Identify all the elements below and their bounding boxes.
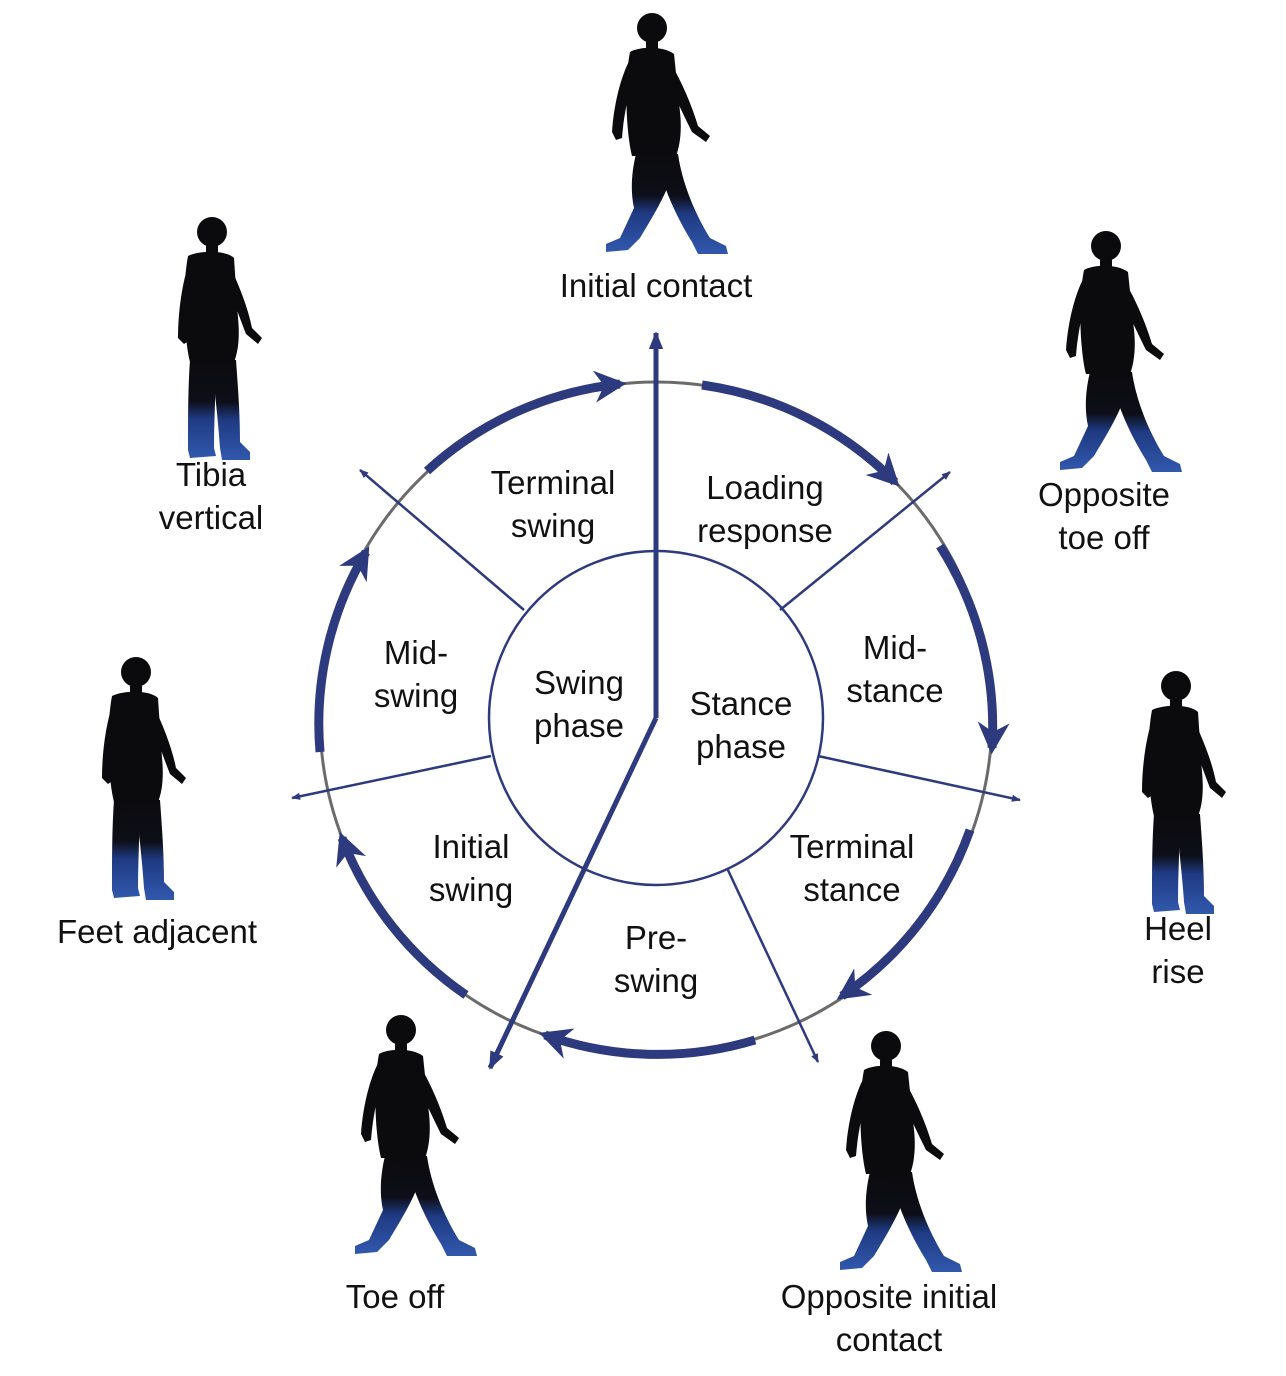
phase-label-initial-swing-line-1: Initial [432, 828, 509, 865]
main-arrows [487, 331, 664, 1070]
arc-terminal-stance [836, 828, 975, 1000]
phase-label-mid-swing: Mid-swing [374, 634, 458, 714]
phase-label-loading-response: Loading response [697, 469, 833, 549]
phase-label-initial-swing-line-2: swing [429, 871, 513, 908]
event-label-opposite-toe-off-line-1: Opposite [1038, 476, 1170, 513]
arc-initial-swing [336, 832, 469, 999]
swing-phase-label-line-1: Swing [534, 664, 624, 701]
phase-label-mid-swing-line-1: Mid- [384, 634, 448, 671]
event-label-tibia-vertical-line-2: vertical [159, 499, 264, 536]
event-label-feet-adjacent: Feet adjacent [57, 913, 257, 950]
event-label-opposite-initial-contact-line-2: contact [836, 1321, 942, 1358]
arrow-heel-rise [817, 754, 1021, 802]
phase-arcs [314, 370, 1010, 1059]
phase-label-terminal-swing: Terminal swing [491, 464, 616, 544]
phase-label-mid-stance-line-2: stance [846, 672, 943, 709]
phase-label-pre-swing-line-2: swing [614, 962, 698, 999]
event-arrows [291, 469, 1021, 1063]
walker-figure-opposite-initial-contact [840, 1031, 962, 1272]
phase-label-terminal-stance: Terminal stance [790, 828, 915, 908]
arrow-toe-off [487, 716, 659, 1070]
phase-label-terminal-stance-line-1: Terminal [790, 828, 915, 865]
event-label-initial-contact-line-1: Initial contact [560, 267, 753, 304]
arrow-tibia-vertical [359, 469, 525, 611]
phase-label-loading-response-line-1: Loading [706, 469, 823, 506]
phase-label-mid-swing-line-2: swing [374, 677, 458, 714]
stance-phase-label: Stance phase [690, 685, 793, 765]
arc-loading-response [701, 380, 900, 487]
arc-terminal-swing [423, 370, 627, 475]
event-label-tibia-vertical-line-1: Tibia [176, 456, 247, 493]
event-label-toe-off: Toe off [346, 1278, 445, 1315]
event-label-feet-adjacent-line-1: Feet adjacent [57, 913, 257, 950]
walker-figure-opposite-toe-off [1060, 231, 1182, 472]
phase-label-mid-stance-line-1: Mid- [863, 629, 927, 666]
event-label-opposite-toe-off: Opposite toe off [1038, 476, 1170, 556]
swing-phase-label: Swing phase [534, 664, 624, 744]
arc-mid-swing [314, 546, 370, 753]
event-label-toe-off-line-1: Toe off [346, 1278, 445, 1315]
phase-label-terminal-swing-line-2: swing [511, 507, 595, 544]
phase-label-terminal-stance-line-2: stance [803, 871, 900, 908]
arrow-opposite-toe-off [779, 471, 951, 611]
phase-label-terminal-swing-line-1: Terminal [491, 464, 616, 501]
event-label-initial-contact: Initial contact [560, 267, 753, 304]
walker-figure-tibia-vertical [178, 217, 262, 460]
phase-label-loading-response-line-2: response [697, 512, 833, 549]
event-label-heel-rise: Heel rise [1144, 910, 1212, 990]
event-label-opposite-initial-contact: Opposite initial contact [781, 1278, 997, 1358]
event-label-opposite-toe-off-line-2: toe off [1058, 519, 1150, 556]
event-label-tibia-vertical: Tibia vertical [159, 456, 264, 536]
stance-phase-label-line-1: Stance [690, 685, 793, 722]
walker-figure-feet-adjacent [102, 657, 186, 900]
arc-pre-swing [538, 1028, 757, 1059]
walker-figure-initial-contact [606, 13, 728, 254]
walker-figure-heel-rise [1142, 671, 1226, 914]
phase-label-pre-swing: Pre-swing [614, 919, 698, 999]
event-label-opposite-initial-contact-line-1: Opposite initial [781, 1278, 997, 1315]
arrow-feet-adjacent [291, 754, 492, 800]
stance-phase-label-line-2: phase [696, 728, 786, 765]
swing-phase-label-line-2: phase [534, 707, 624, 744]
phase-label-pre-swing-line-1: Pre- [625, 919, 687, 956]
walker-figure-toe-off [355, 1015, 477, 1256]
event-label-heel-rise-line-2: rise [1151, 953, 1204, 990]
phase-label-initial-swing: Initial swing [429, 828, 513, 908]
arc-mid-stance [936, 543, 1010, 755]
arrow-opposite-initial-contact [725, 867, 820, 1063]
phase-label-mid-stance: Mid-stance [846, 629, 943, 709]
event-label-heel-rise-line-1: Heel [1144, 910, 1212, 947]
